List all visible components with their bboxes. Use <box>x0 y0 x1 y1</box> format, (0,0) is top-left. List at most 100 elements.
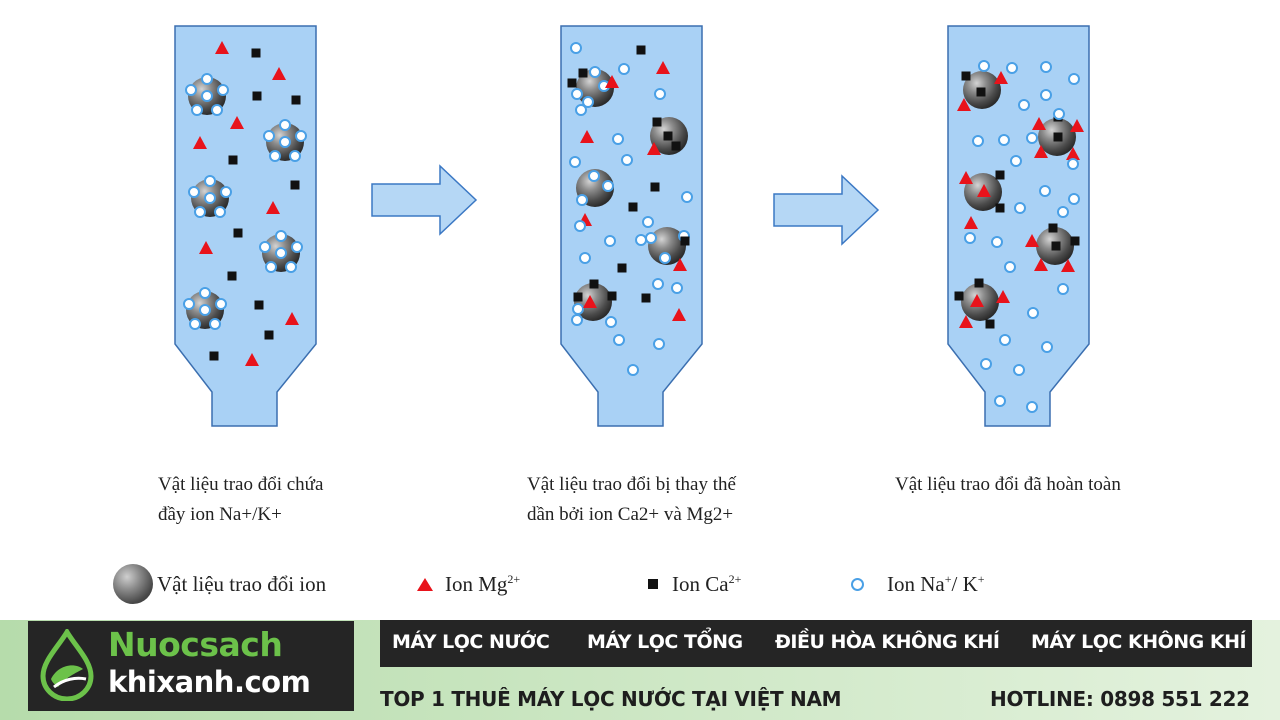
mg-ion <box>245 353 259 366</box>
mg-ion <box>1032 117 1046 130</box>
na-ion <box>1010 155 1022 167</box>
na-ion <box>1027 307 1039 319</box>
na-ion <box>653 338 665 350</box>
na-ion <box>185 84 197 96</box>
na-ion <box>189 318 201 330</box>
caption-stage-2: Vật liệu trao đổi bị thay thế dần bởi io… <box>527 470 736 530</box>
nav-whole-house-filter[interactable]: MÁY LỌC TỔNG <box>587 631 743 653</box>
na-ion <box>1057 283 1069 295</box>
na-ion <box>659 252 671 264</box>
legend-mg: Ion Mg2+ <box>417 562 520 606</box>
na-ion <box>1041 341 1053 353</box>
mg-ion <box>957 98 971 111</box>
ca-ion <box>567 78 577 88</box>
nav-bar: MÁY LỌC NƯỚC MÁY LỌC TỔNG ĐIỀU HÒA KHÔNG… <box>380 620 1252 667</box>
na-ion <box>612 133 624 145</box>
mg-ion <box>656 61 670 74</box>
na-ion <box>576 194 588 206</box>
mg-ion <box>1034 258 1048 271</box>
nav-air-purifier[interactable]: MÁY LỌC KHÔNG KHÍ <box>1031 631 1247 653</box>
na-ion <box>978 60 990 72</box>
mg-ion <box>1070 119 1084 132</box>
mg-ion <box>1034 145 1048 158</box>
ca-ion <box>650 182 660 192</box>
caption-line: đầy ion Na+/K+ <box>158 504 282 525</box>
ca-ion <box>264 330 274 340</box>
na-ion <box>618 63 630 75</box>
ca-ion <box>589 279 599 289</box>
ca-ion <box>974 278 984 288</box>
na-ion <box>654 88 666 100</box>
mg-ion <box>266 201 280 214</box>
na-ion <box>574 220 586 232</box>
na-ion <box>1039 185 1051 197</box>
na-ion <box>621 154 633 166</box>
caption-line: Vật liệu trao đổi chứa <box>158 474 324 495</box>
ca-ion <box>954 291 964 301</box>
na-ion <box>279 119 291 131</box>
na-ion <box>579 252 591 264</box>
na-ion <box>289 150 301 162</box>
na-ion <box>215 298 227 310</box>
caption-line: Vật liệu trao đổi bị thay thế <box>527 474 736 495</box>
mg-ion <box>285 312 299 325</box>
na-ion <box>589 66 601 78</box>
arrow-icon-1 <box>371 164 478 236</box>
na-ion <box>964 232 976 244</box>
mg-ion <box>605 75 619 88</box>
legend-resin-label: Vật liệu trao đổi ion <box>157 571 327 596</box>
ca-ion <box>1051 241 1061 251</box>
na-ion <box>183 298 195 310</box>
ca-ion <box>291 95 301 105</box>
na-ion <box>1068 193 1080 205</box>
mg-ion <box>230 116 244 129</box>
ca-ion <box>995 203 1005 213</box>
na-ion <box>572 303 584 315</box>
na-ion <box>188 186 200 198</box>
nav-water-purifier[interactable]: MÁY LỌC NƯỚC <box>392 631 550 653</box>
na-ion <box>571 88 583 100</box>
na-ion <box>295 130 307 142</box>
na-ion <box>1004 261 1016 273</box>
mg-ion <box>215 41 229 54</box>
mg-ion <box>959 171 973 184</box>
nav-air-conditioner[interactable]: ĐIỀU HÒA KHÔNG KHÍ <box>775 631 1000 653</box>
mg-ion <box>996 290 1010 303</box>
na-ion <box>1018 99 1030 111</box>
legend-mg-label: Ion Mg2+ <box>445 571 521 596</box>
na-ion <box>279 136 291 148</box>
na-ion <box>569 156 581 168</box>
na-ion <box>1026 401 1038 413</box>
mg-ion <box>580 130 594 143</box>
na-ion <box>265 261 277 273</box>
ion-exchange-diagram <box>174 25 1090 427</box>
mg-ion <box>583 295 597 308</box>
ca-ion <box>636 45 646 55</box>
hotline[interactable]: HOTLINE: 0898 551 222 <box>990 687 1250 711</box>
na-ion <box>991 236 1003 248</box>
ca-ion <box>1053 132 1063 142</box>
ca-ion <box>671 141 681 151</box>
ca-ion <box>254 300 264 310</box>
mg-ion <box>672 308 686 321</box>
white-circle-icon <box>851 577 864 591</box>
na-ion <box>191 104 203 116</box>
mg-ion <box>994 71 1008 84</box>
na-ion <box>681 191 693 203</box>
na-ion <box>980 358 992 370</box>
ca-ion <box>251 48 261 58</box>
na-ion <box>635 234 647 246</box>
caption-stage-1: Vật liệu trao đổi chứa đầy ion Na+/K+ <box>158 470 323 530</box>
caption-line: Vật liệu trao đổi đã hoàn toàn <box>895 474 1121 495</box>
logo-line-2: khixanh.com <box>108 665 311 699</box>
na-ion <box>1067 158 1079 170</box>
na-ion <box>275 247 287 259</box>
na-ion <box>1040 61 1052 73</box>
ca-ion <box>233 228 243 238</box>
na-ion <box>204 192 216 204</box>
site-logo[interactable]: Nuocsach khixanh.com <box>28 621 354 711</box>
na-ion <box>220 186 232 198</box>
na-ion <box>588 170 600 182</box>
mg-ion <box>977 184 991 197</box>
na-ion <box>999 334 1011 346</box>
